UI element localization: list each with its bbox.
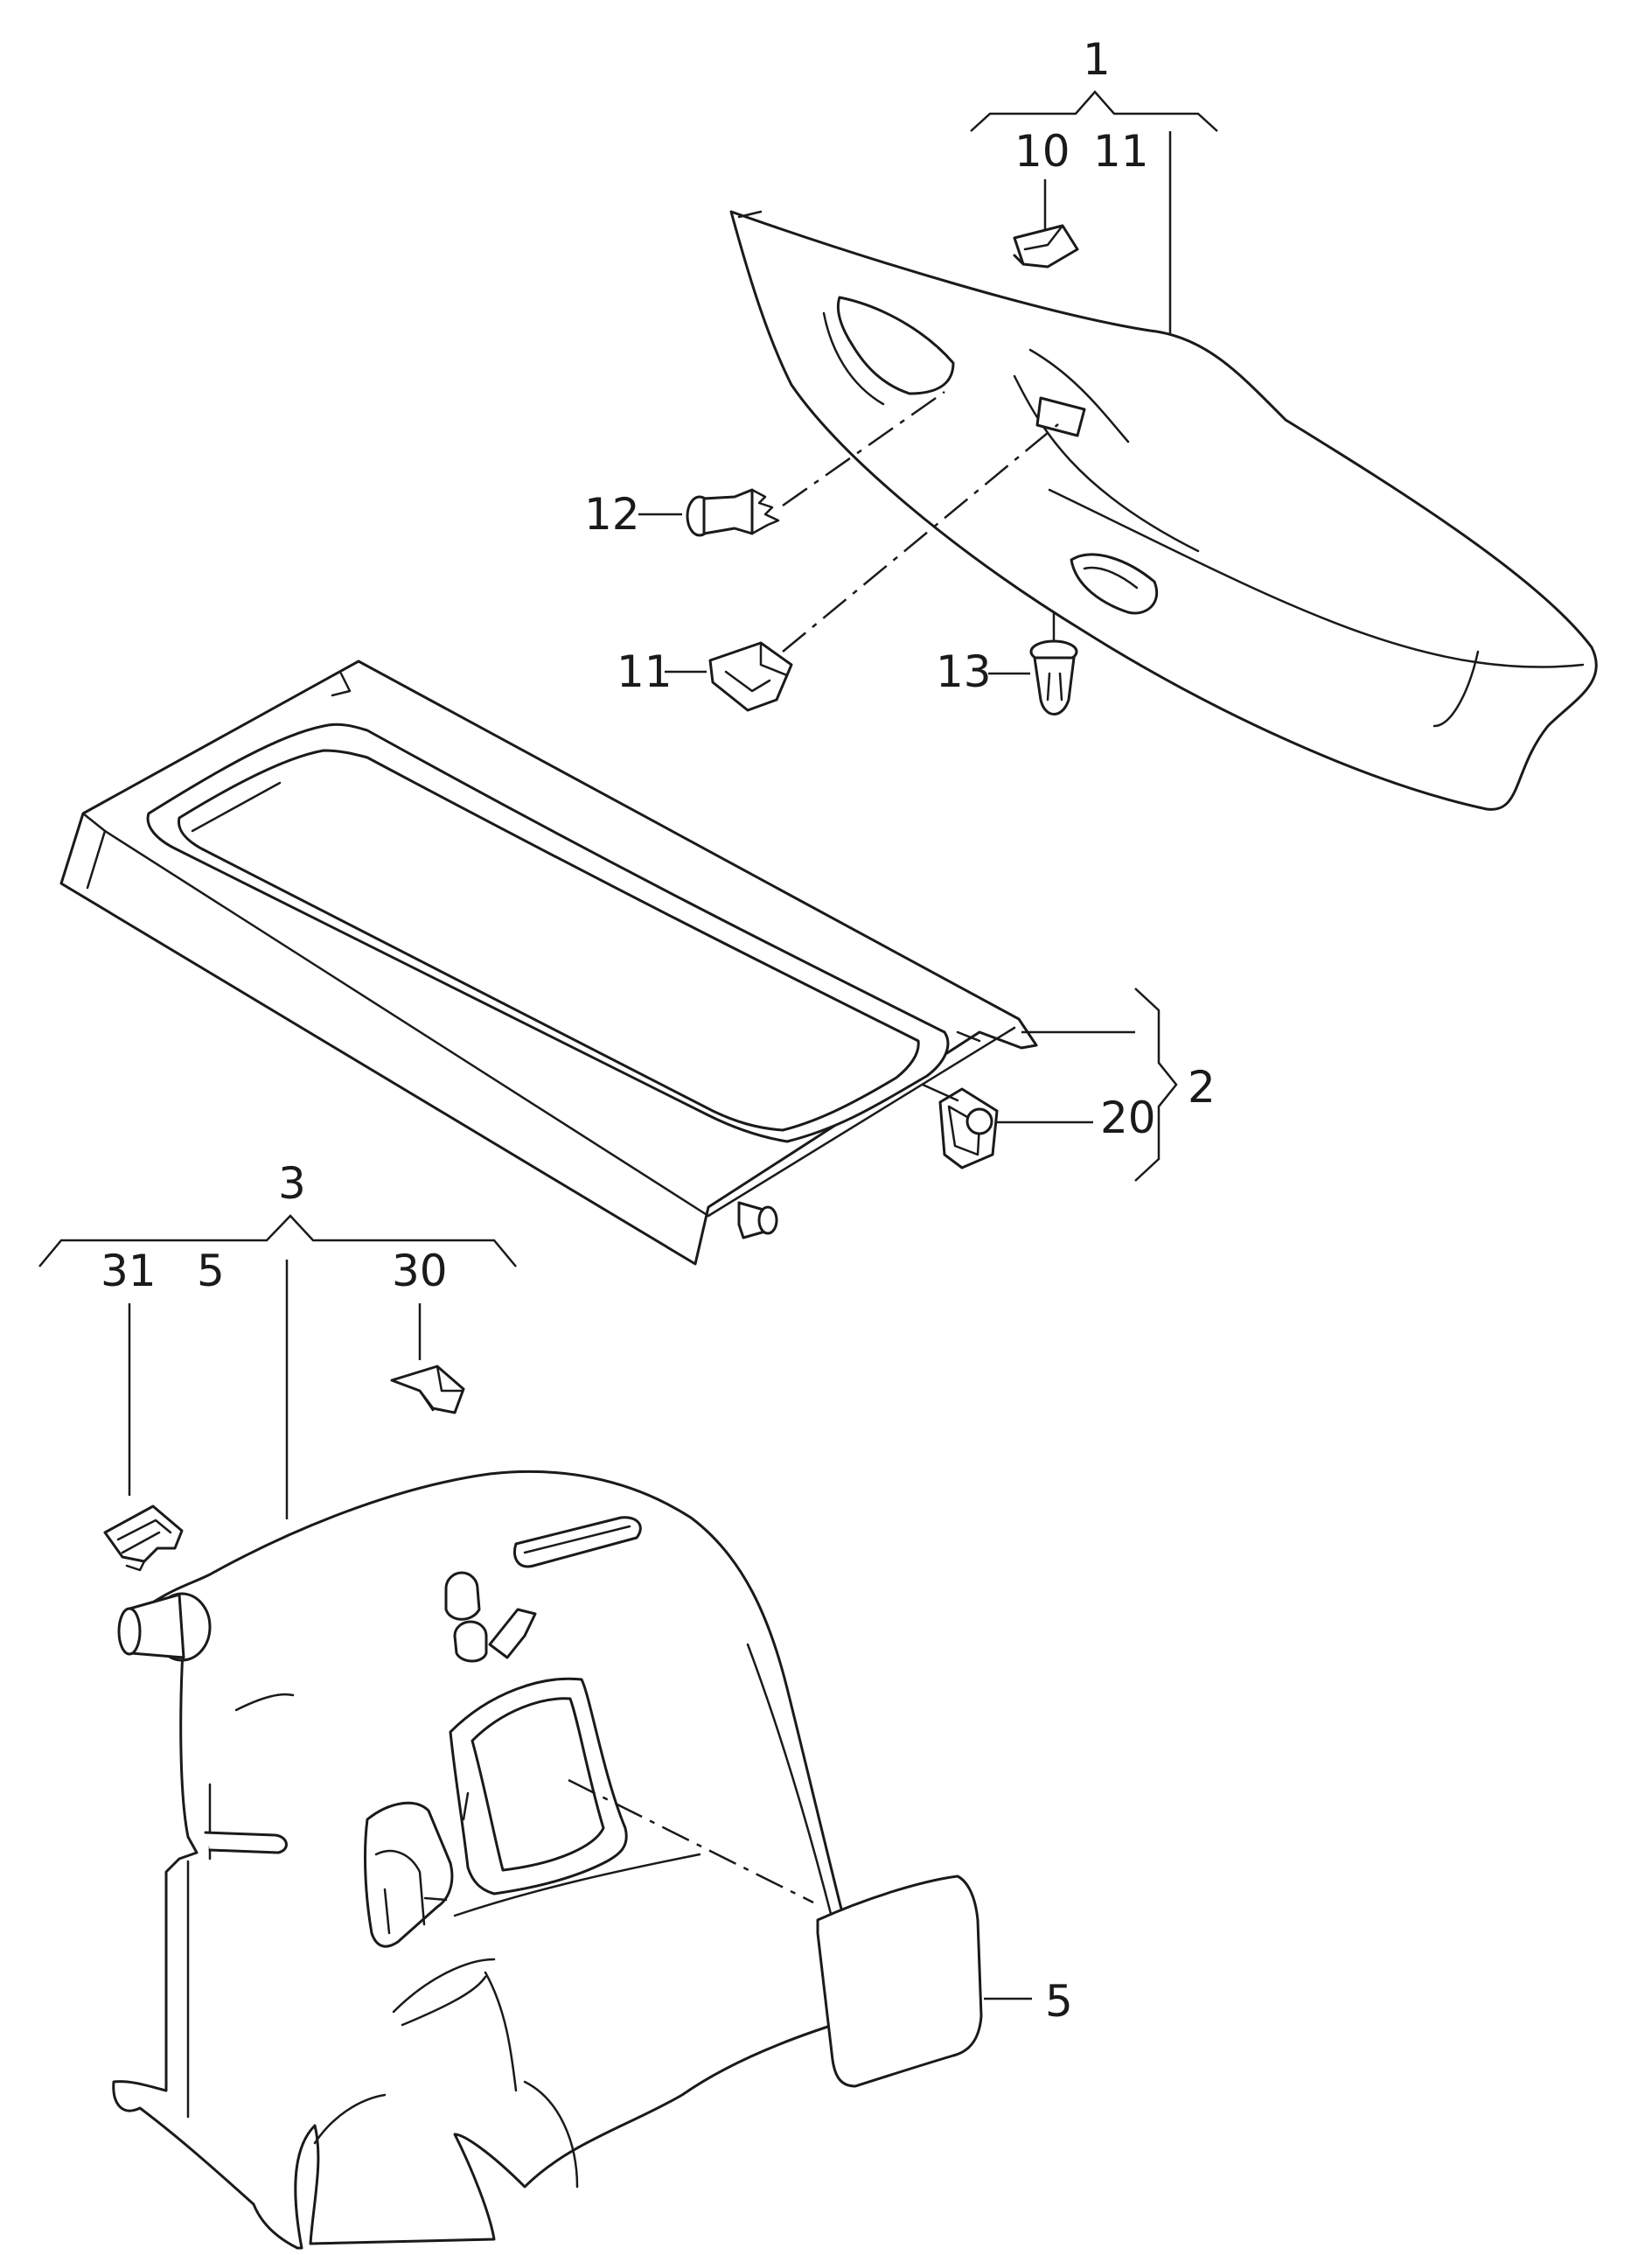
trim-clip-window bbox=[1035, 396, 1086, 437]
screw-12 bbox=[686, 488, 780, 537]
clip-20 bbox=[938, 1087, 999, 1169]
trim-vent bbox=[512, 1516, 642, 1568]
dash-11 bbox=[782, 423, 1059, 653]
label-11-top: 11 bbox=[1093, 126, 1149, 177]
bracket-2 bbox=[1134, 988, 1178, 1182]
label-5-side: 5 bbox=[1045, 1976, 1073, 2027]
trim-handle-recess bbox=[836, 296, 955, 395]
bracket-3 bbox=[38, 1214, 517, 1267]
dash-12 bbox=[782, 390, 945, 507]
label-31: 31 bbox=[101, 1246, 157, 1296]
rear-side-trim-panel bbox=[729, 210, 1598, 811]
label-20: 20 bbox=[1100, 1093, 1156, 1143]
label-12: 12 bbox=[584, 489, 640, 540]
parcel-shelf-glass bbox=[177, 749, 920, 1132]
label-5-top: 5 bbox=[197, 1246, 225, 1296]
group-1: 1 10 11 12 11 bbox=[584, 34, 1598, 811]
bracket-1 bbox=[970, 90, 1218, 132]
label-1: 1 bbox=[1083, 34, 1111, 85]
clip-11 bbox=[708, 641, 793, 712]
label-2: 2 bbox=[1188, 1062, 1216, 1113]
trim-slot bbox=[1070, 553, 1159, 615]
group-3: 3 31 5 30 bbox=[38, 1158, 1073, 2250]
label-30: 30 bbox=[392, 1246, 448, 1296]
clip-13 bbox=[1029, 639, 1078, 716]
insert-5 bbox=[816, 1875, 983, 2088]
clip-31 bbox=[103, 1504, 184, 1572]
clip-30 bbox=[390, 1365, 465, 1414]
label-3: 3 bbox=[278, 1158, 306, 1209]
dash-5 bbox=[568, 1778, 814, 1904]
label-10: 10 bbox=[1014, 126, 1070, 177]
label-13: 13 bbox=[936, 646, 992, 697]
group-2: 2 20 bbox=[59, 660, 1216, 1266]
label-11-side: 11 bbox=[617, 646, 673, 697]
trim-bosses bbox=[444, 1571, 537, 1663]
